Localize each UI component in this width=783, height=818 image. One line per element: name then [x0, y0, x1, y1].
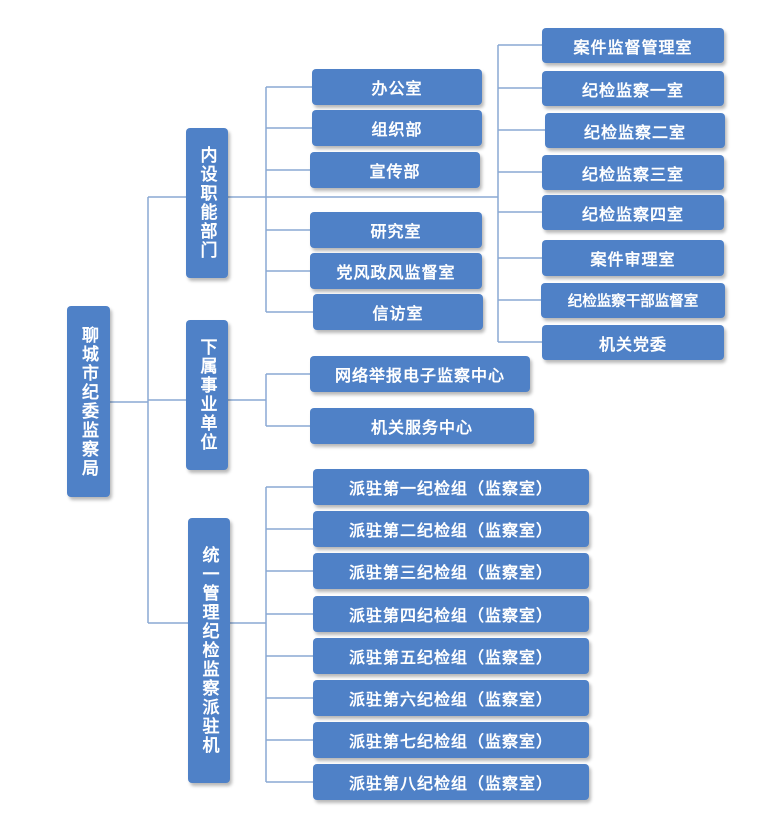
dispatched-group-6: 派驻第六纪检组（监察室）	[313, 680, 589, 716]
office-party-committee: 机关党委	[542, 325, 724, 360]
dept-publicity: 宣传部	[310, 152, 480, 188]
dispatched-group-7: 派驻第七纪检组（监察室）	[313, 722, 589, 758]
office-case-review: 案件审理室	[542, 240, 724, 276]
root-node: 聊城市纪委监察局	[67, 306, 110, 497]
dept-research: 研究室	[310, 212, 482, 248]
group-internal-departments: 内设职能部门	[186, 128, 228, 278]
office-supervision-2: 纪检监察二室	[545, 113, 725, 148]
office-supervision-4: 纪检监察四室	[542, 195, 724, 230]
group-dispatched-agencies: 统一管理纪检监察派驻机	[188, 518, 230, 783]
dept-office: 办公室	[312, 69, 482, 105]
dispatched-group-2: 派驻第二纪检组（监察室）	[313, 511, 589, 547]
dispatched-group-4: 派驻第四纪检组（监察室）	[313, 596, 589, 632]
office-cadre-supervision: 纪检监察干部监督室	[541, 283, 725, 318]
office-supervision-3: 纪检监察三室	[542, 155, 724, 190]
office-supervision-1: 纪检监察一室	[542, 71, 724, 106]
dept-organization: 组织部	[312, 110, 482, 146]
dept-petitions: 信访室	[313, 294, 483, 330]
center-online-reporting: 网络举报电子监察中心	[310, 356, 530, 392]
dispatched-group-1: 派驻第一纪检组（监察室）	[313, 469, 589, 505]
office-case-supervision: 案件监督管理室	[542, 28, 724, 63]
dispatched-group-5: 派驻第五纪检组（监察室）	[313, 638, 589, 674]
dispatched-group-8: 派驻第八纪检组（监察室）	[313, 764, 589, 800]
dept-party-conduct: 党风政风监督室	[310, 253, 482, 289]
dispatched-group-3: 派驻第三纪检组（监察室）	[313, 553, 589, 589]
center-service: 机关服务中心	[310, 408, 534, 444]
group-public-institutions: 下属事业单位	[186, 320, 228, 470]
